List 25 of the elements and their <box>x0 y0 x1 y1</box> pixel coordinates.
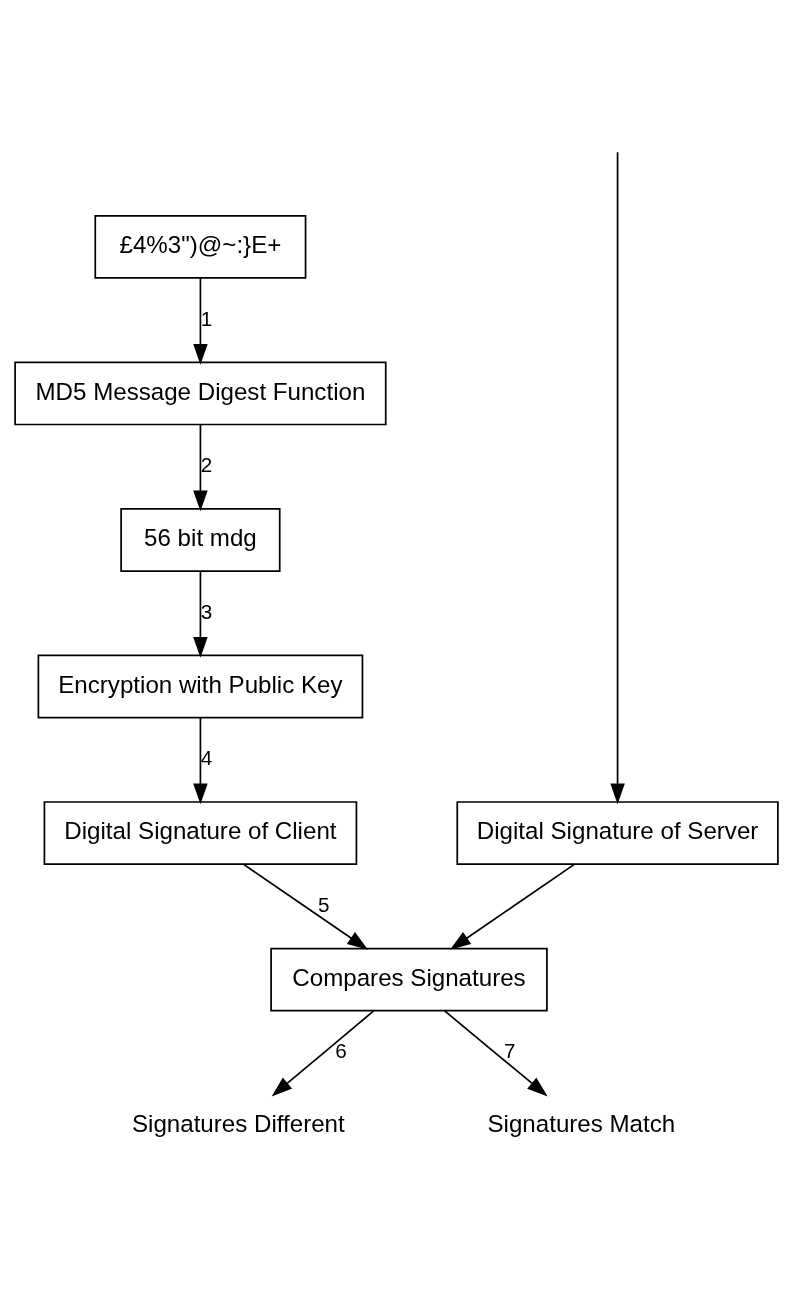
arrow <box>450 863 576 950</box>
edge-label: 6 <box>335 1039 347 1063</box>
node-box: Encryption with Public Key <box>37 654 364 719</box>
arrow <box>193 570 208 658</box>
node-box: MD5 Message Digest Function <box>14 361 387 426</box>
edge-label: 7 <box>504 1039 516 1063</box>
edge-label: 1 <box>200 306 213 330</box>
arrow <box>610 151 625 805</box>
node-box: 56 bit mdg <box>120 508 281 572</box>
node-box: Compares Signatures <box>270 947 548 1012</box>
edge-label: 4 <box>200 746 213 770</box>
edge-label: 3 <box>200 599 213 623</box>
node-box: Digital Signature of Client <box>43 801 358 865</box>
arrow <box>271 1010 375 1097</box>
node-box: Digital Signature of Server <box>456 801 779 865</box>
arrow <box>443 1010 548 1097</box>
node-text: Signatures Match <box>487 1110 676 1138</box>
arrow <box>193 423 208 512</box>
edge-label: 2 <box>200 453 213 477</box>
arrow <box>193 277 208 365</box>
node-text: Signatures Different <box>131 1110 345 1138</box>
node-box: £4%3")@~:}E+ <box>94 215 307 279</box>
arrow <box>193 717 208 805</box>
arrow <box>242 863 368 950</box>
edge-label: 5 <box>317 892 330 916</box>
